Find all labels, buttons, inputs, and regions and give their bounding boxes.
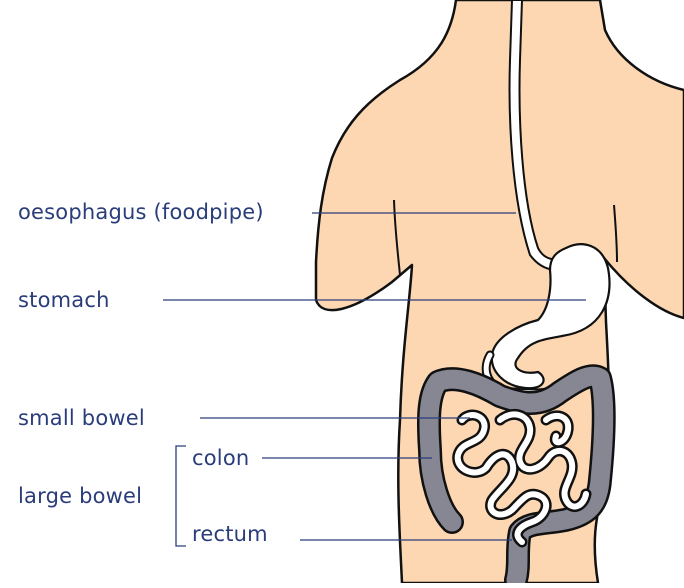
label-small-bowel: small bowel [18, 406, 145, 430]
label-oesophagus: oesophagus (foodpipe) [18, 200, 264, 224]
label-rectum: rectum [192, 522, 268, 546]
label-large-bowel: large bowel [18, 484, 142, 508]
label-colon: colon [192, 446, 249, 470]
label-stomach: stomach [18, 288, 110, 312]
large-bowel-bracket [176, 446, 186, 546]
